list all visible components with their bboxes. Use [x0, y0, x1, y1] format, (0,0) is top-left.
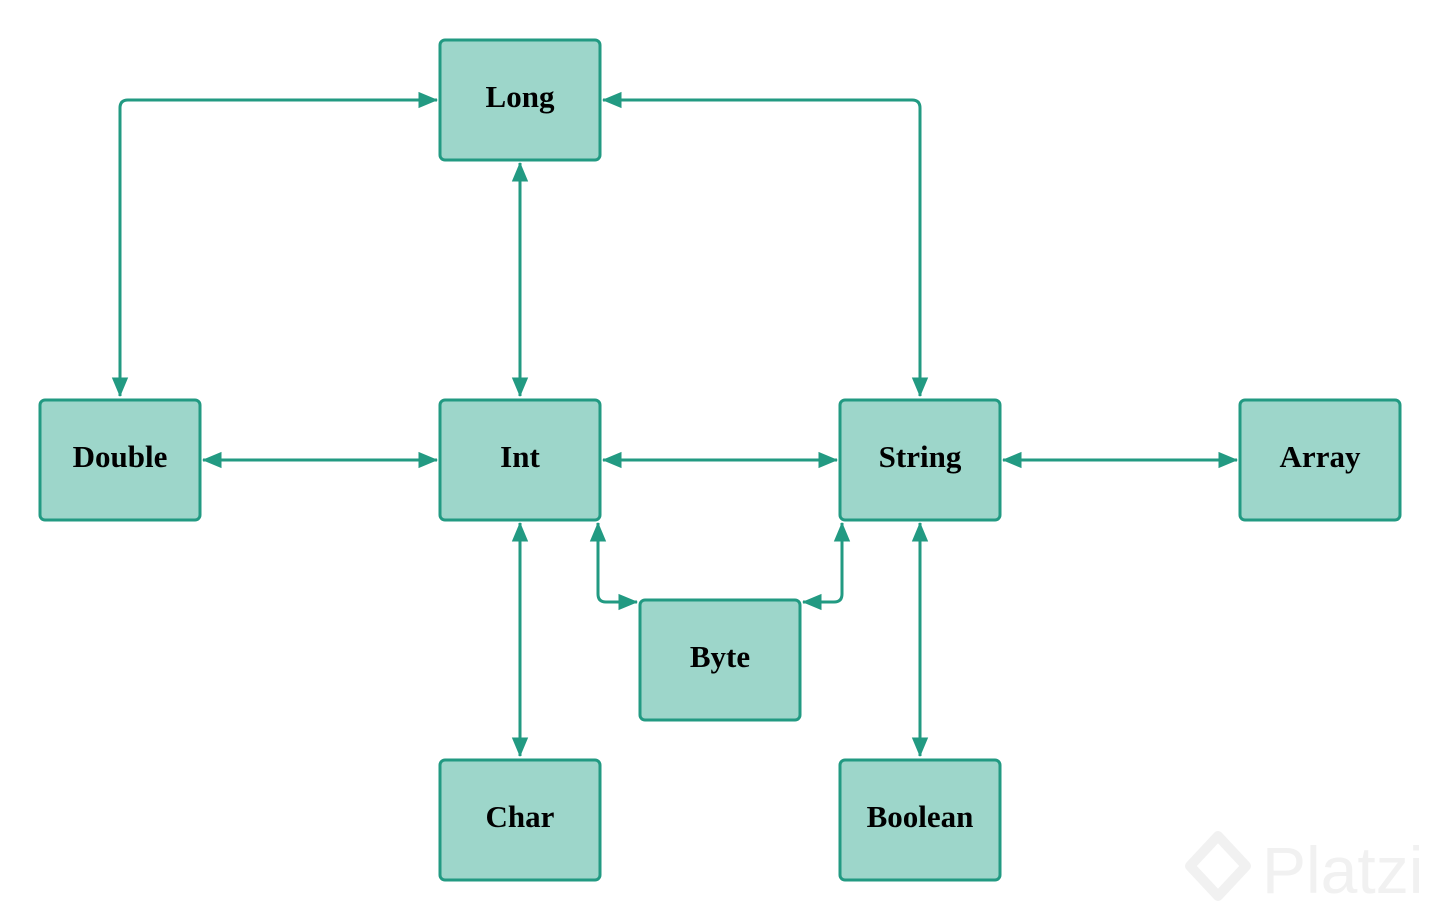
platzi-logo-icon [1185, 831, 1251, 901]
node-string-label: String [879, 439, 962, 474]
node-boolean: Boolean [838, 758, 1002, 882]
node-array-label: Array [1280, 439, 1361, 474]
edge-double-long [111, 91, 438, 397]
node-char-label: Char [486, 799, 555, 834]
watermark-text: Platzi [1262, 833, 1423, 907]
node-byte: Byte [638, 598, 802, 722]
node-int: Int [438, 398, 602, 522]
node-double-label: Double [73, 439, 168, 474]
edge-string-byte [802, 522, 851, 611]
node-long-label: Long [486, 79, 555, 114]
node-array: Array [1238, 398, 1402, 522]
node-boolean-label: Boolean [867, 799, 974, 834]
node-int-label: Int [500, 439, 540, 474]
platzi-watermark: Platzi [1185, 831, 1423, 907]
node-byte-label: Byte [690, 639, 750, 674]
edge-int-byte [589, 522, 638, 611]
node-char: Char [438, 758, 602, 882]
node-string: String [838, 398, 1002, 522]
edge-long-string [602, 91, 929, 397]
node-double: Double [38, 398, 202, 522]
node-long: Long [438, 38, 602, 162]
